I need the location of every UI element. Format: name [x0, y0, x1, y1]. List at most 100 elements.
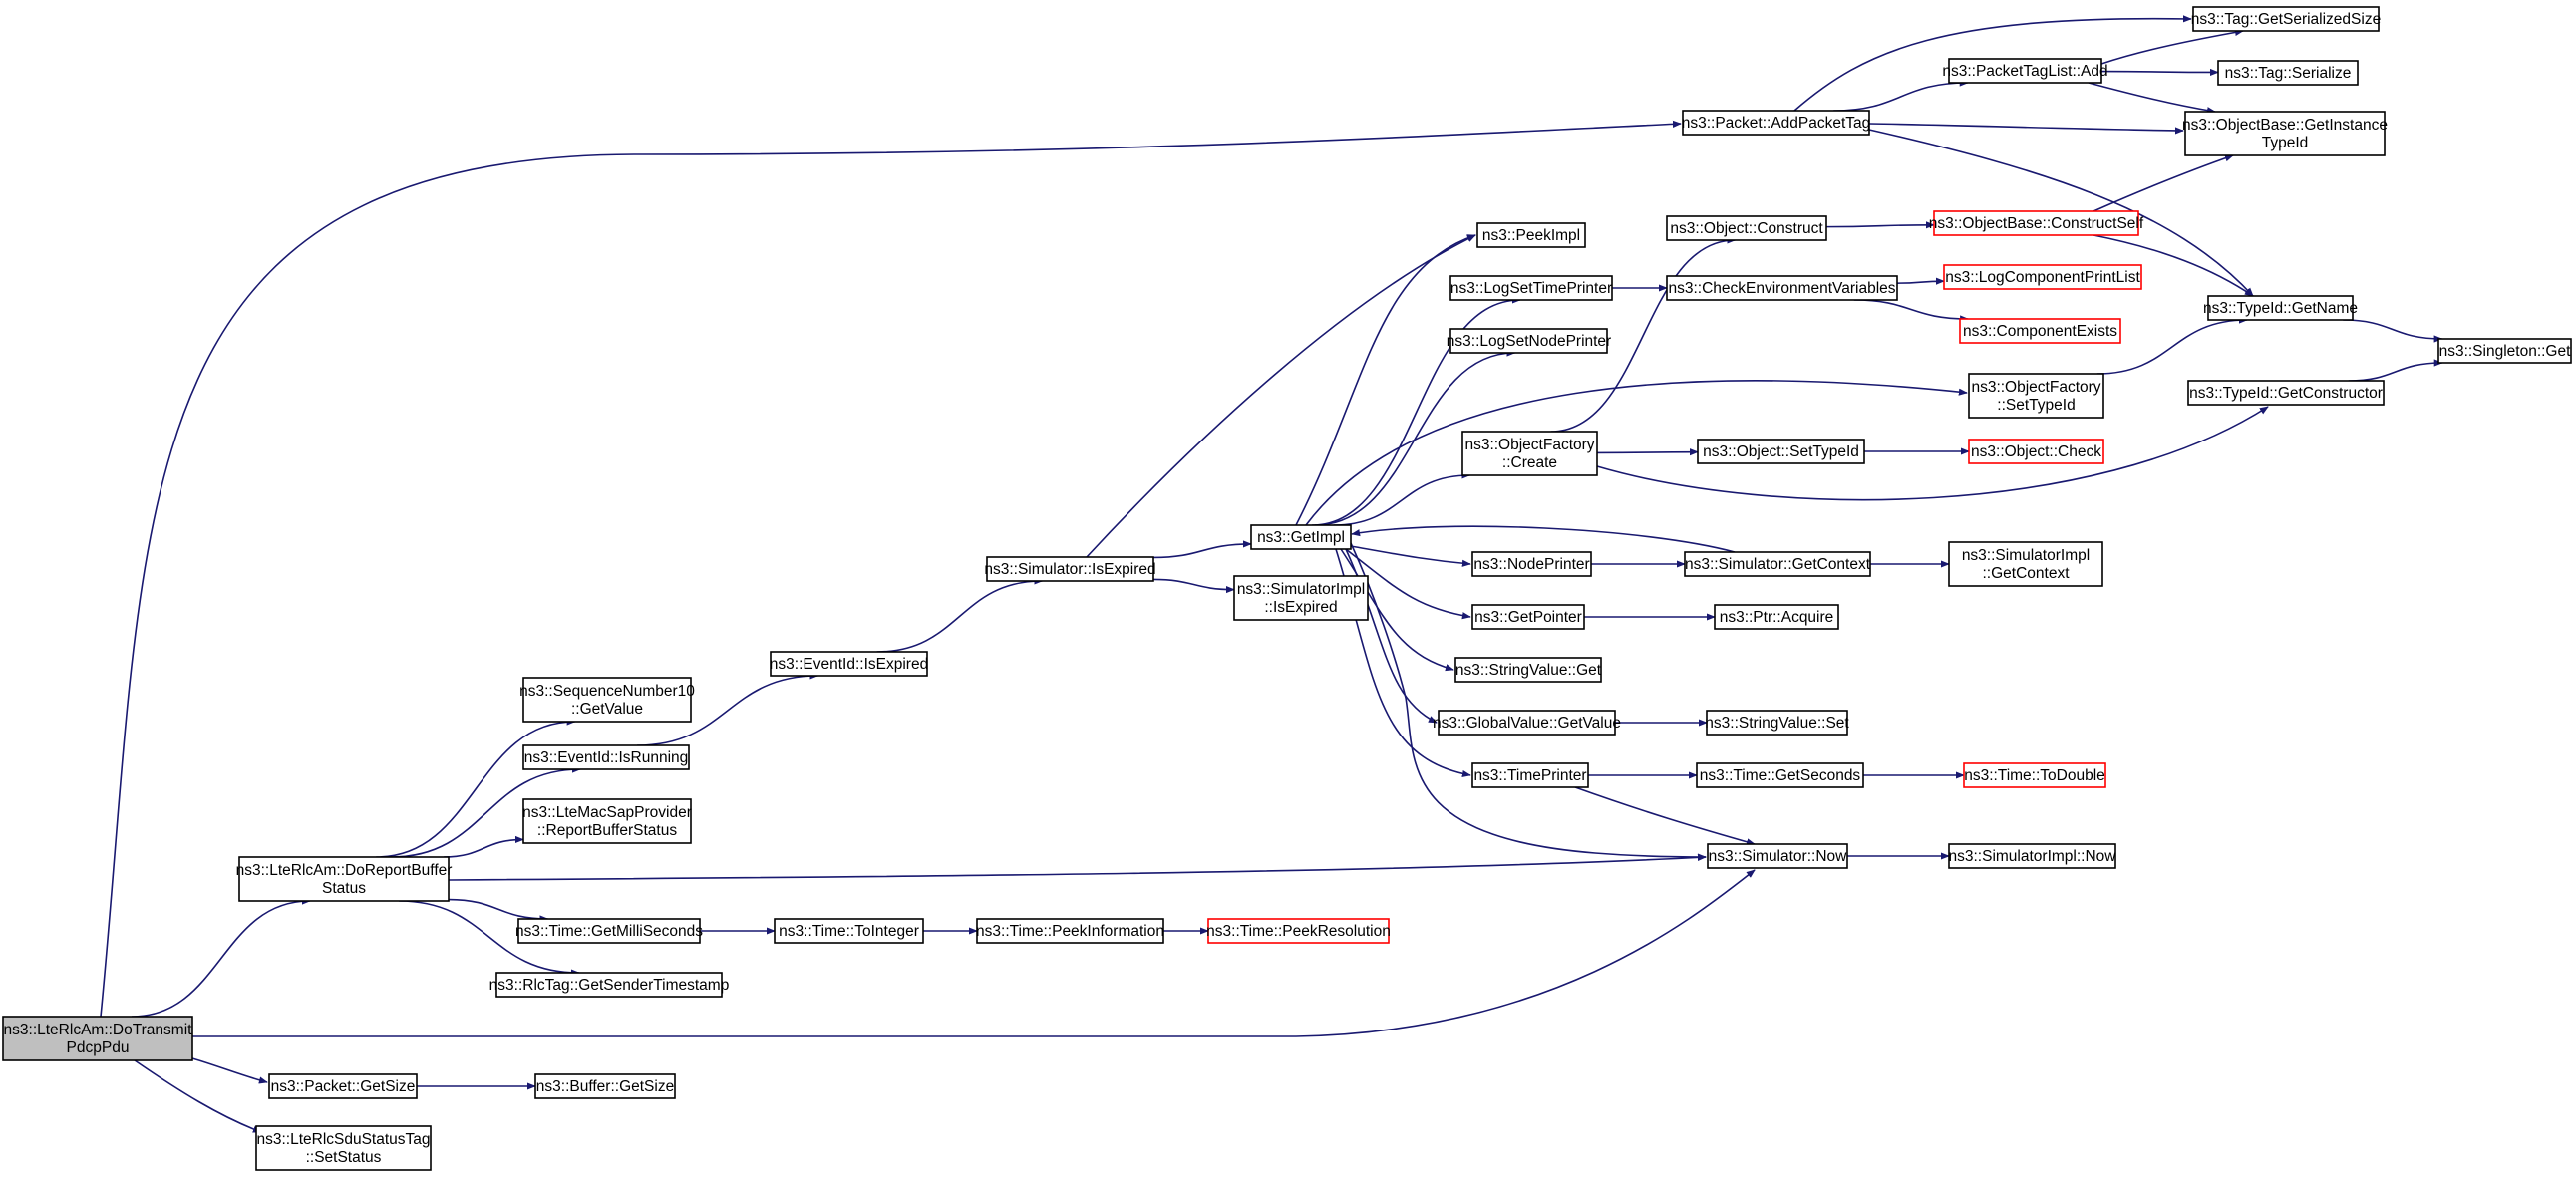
node-evexpired[interactable]: ns3::EventId::IsExpired	[770, 651, 928, 677]
node-getpointer[interactable]: ns3::GetPointer	[1471, 604, 1585, 630]
node-label: ::GetContext	[1982, 565, 2070, 582]
node-box	[268, 1073, 418, 1099]
node-evrunning[interactable]: ns3::EventId::IsRunning	[522, 744, 690, 770]
node-box	[1948, 843, 2116, 869]
node-box	[1449, 275, 1613, 301]
node-compexists[interactable]: ns3::ComponentExists	[1959, 318, 2121, 344]
node-macsap[interactable]: ns3::LteMacSapProvider::ReportBufferStat…	[522, 798, 692, 844]
node-strvalset[interactable]: ns3::StringValue::Set	[1705, 710, 1849, 736]
node-typeidctor[interactable]: ns3::TypeId::GetConstructor	[2187, 380, 2385, 406]
node-bufgetsize[interactable]: ns3::Buffer::GetSize	[534, 1073, 676, 1099]
edge-getimpl-to-objfactsettype	[1305, 380, 1968, 526]
node-label: ::IsExpired	[1264, 599, 1337, 616]
edge-getimpl-to-nodeprinter	[1350, 545, 1471, 567]
edge-doreport-to-getms	[448, 898, 549, 923]
node-label: ns3::SimulatorImpl	[1962, 547, 2090, 564]
node-box	[522, 677, 692, 723]
node-objsettypeid[interactable]: ns3::Object::SetTypeId	[1697, 439, 1865, 464]
node-simimplnow[interactable]: ns3::SimulatorImpl::Now	[1948, 843, 2117, 869]
edge-taglistadd-to-taggetser	[2100, 28, 2244, 65]
node-rlctag[interactable]: ns3::RlcTag::GetSenderTimestamp	[489, 972, 730, 998]
node-simimplctx[interactable]: ns3::SimulatorImpl::GetContext	[1948, 541, 2103, 587]
node-seqnum[interactable]: ns3::SequenceNumber10::GetValue	[519, 677, 695, 723]
node-getms[interactable]: ns3::Time::GetMilliSeconds	[515, 918, 703, 944]
node-objfactcreate[interactable]: ns3::ObjectFactory::Create	[1461, 431, 1598, 476]
node-ptracquire[interactable]: ns3::Ptr::Acquire	[1714, 604, 1839, 630]
edge-getimpl-to-globalget	[1345, 548, 1438, 724]
node-label: ns3::LteMacSapProvider	[522, 804, 692, 821]
node-objconstruct[interactable]: ns3::Object::Construct	[1666, 215, 1827, 241]
node-timeprinter[interactable]: ns3::TimePrinter	[1471, 762, 1589, 788]
node-box	[1454, 657, 1602, 683]
node-box	[774, 918, 924, 944]
node-box	[1438, 710, 1616, 736]
node-peekinfo[interactable]: ns3::Time::PeekInformation	[976, 918, 1164, 944]
node-label: ns3::ObjectFactory	[1971, 379, 2100, 396]
node-pktaddtag[interactable]: ns3::Packet::AddPacketTag	[1682, 110, 1871, 136]
node-label: ns3::TypeId::GetName	[2203, 300, 2358, 317]
edge-objconstruct-to-constructself	[1825, 221, 1935, 229]
node-label: ns3::NodePrinter	[1473, 556, 1589, 573]
node-label: ns3::Tag::GetSerializedSize	[2191, 11, 2381, 28]
node-globalget[interactable]: ns3::GlobalValue::GetValue	[1433, 710, 1621, 736]
node-getimpl[interactable]: ns3::GetImpl	[1250, 524, 1352, 550]
node-taglistadd[interactable]: ns3::PacketTagList::Add	[1942, 58, 2108, 84]
node-simimplexpired[interactable]: ns3::SimulatorImpl::IsExpired	[1233, 575, 1369, 621]
edge-objfactsettype-to-typeidname	[2096, 316, 2248, 375]
node-simgetctx[interactable]: ns3::Simulator::GetContext	[1684, 551, 1871, 577]
node-box	[1714, 604, 1839, 630]
node-peekimpl[interactable]: ns3::PeekImpl	[1476, 222, 1586, 248]
node-box	[770, 651, 928, 677]
node-todouble[interactable]: ns3::Time::ToDouble	[1963, 762, 2106, 788]
node-label: ns3::Buffer::GetSize	[536, 1078, 674, 1095]
node-pktgetsize[interactable]: ns3::Packet::GetSize	[268, 1073, 418, 1099]
edge-root-to-pktgetsize	[191, 1057, 268, 1084]
node-singleton[interactable]: ns3::Singleton::Get	[2437, 338, 2572, 364]
node-label: ns3::LogSetTimePrinter	[1450, 280, 1612, 297]
node-logcomp[interactable]: ns3::LogComponentPrintList	[1943, 264, 2142, 290]
node-label: ns3::RlcTag::GetSenderTimestamp	[489, 977, 730, 994]
node-box	[2, 1016, 193, 1061]
node-box	[1207, 918, 1390, 944]
edge-pktaddtag-to-taglistadd	[1833, 79, 1969, 112]
node-tagser[interactable]: ns3::Tag::Serialize	[2217, 60, 2359, 86]
node-peekres[interactable]: ns3::Time::PeekResolution	[1206, 918, 1391, 944]
edge-pktaddtag-to-typeidname	[1868, 129, 2254, 297]
node-logtime[interactable]: ns3::LogSetTimePrinter	[1449, 275, 1613, 301]
edge-doreport-to-seqnum	[376, 718, 576, 858]
node-objfactsettype[interactable]: ns3::ObjectFactory::SetTypeId	[1968, 373, 2104, 419]
node-box	[986, 556, 1154, 582]
node-constructself[interactable]: ns3::ObjectBase::ConstructSelf	[1929, 210, 2144, 236]
node-getseconds[interactable]: ns3::Time::GetSeconds	[1696, 762, 1864, 788]
node-label: ns3::TypeId::GetConstructor	[2189, 385, 2383, 402]
node-label: ns3::Tag::Serialize	[2225, 65, 2352, 82]
node-taggetser[interactable]: ns3::Tag::GetSerializedSize	[2191, 6, 2381, 32]
edge-getimpl-to-getpointer	[1345, 548, 1471, 620]
node-label: ns3::CheckEnvironmentVariables	[1668, 280, 1895, 297]
node-label: ns3::Object::Check	[1971, 443, 2101, 460]
node-box	[238, 856, 450, 902]
node-nodeprinter[interactable]: ns3::NodePrinter	[1471, 551, 1592, 577]
node-typeidname[interactable]: ns3::TypeId::GetName	[2203, 295, 2358, 321]
node-box	[1471, 762, 1589, 788]
node-objcheck[interactable]: ns3::Object::Check	[1968, 439, 2104, 464]
node-box	[2207, 295, 2354, 321]
node-box	[495, 972, 723, 998]
node-checkenv[interactable]: ns3::CheckEnvironmentVariables	[1666, 275, 1898, 301]
node-box	[2217, 60, 2359, 86]
node-label: ns3::LteRlcAm::DoTransmit	[4, 1022, 193, 1038]
node-box	[1968, 373, 2104, 419]
node-label: ns3::Time::ToInteger	[779, 923, 919, 940]
node-simexpired[interactable]: ns3::Simulator::IsExpired	[984, 556, 1156, 582]
node-strvalget[interactable]: ns3::StringValue::Get	[1454, 657, 1602, 683]
node-sdustatus[interactable]: ns3::LteRlcSduStatusTag::SetStatus	[255, 1125, 432, 1171]
edge-doreport-to-rlctag	[399, 900, 580, 977]
node-box	[534, 1073, 676, 1099]
node-label: ns3::GlobalValue::GetValue	[1433, 715, 1621, 732]
node-tointeger[interactable]: ns3::Time::ToInteger	[774, 918, 924, 944]
node-lognode[interactable]: ns3::LogSetNodePrinter	[1447, 328, 1611, 354]
node-simnow[interactable]: ns3::Simulator::Now	[1707, 843, 1848, 869]
